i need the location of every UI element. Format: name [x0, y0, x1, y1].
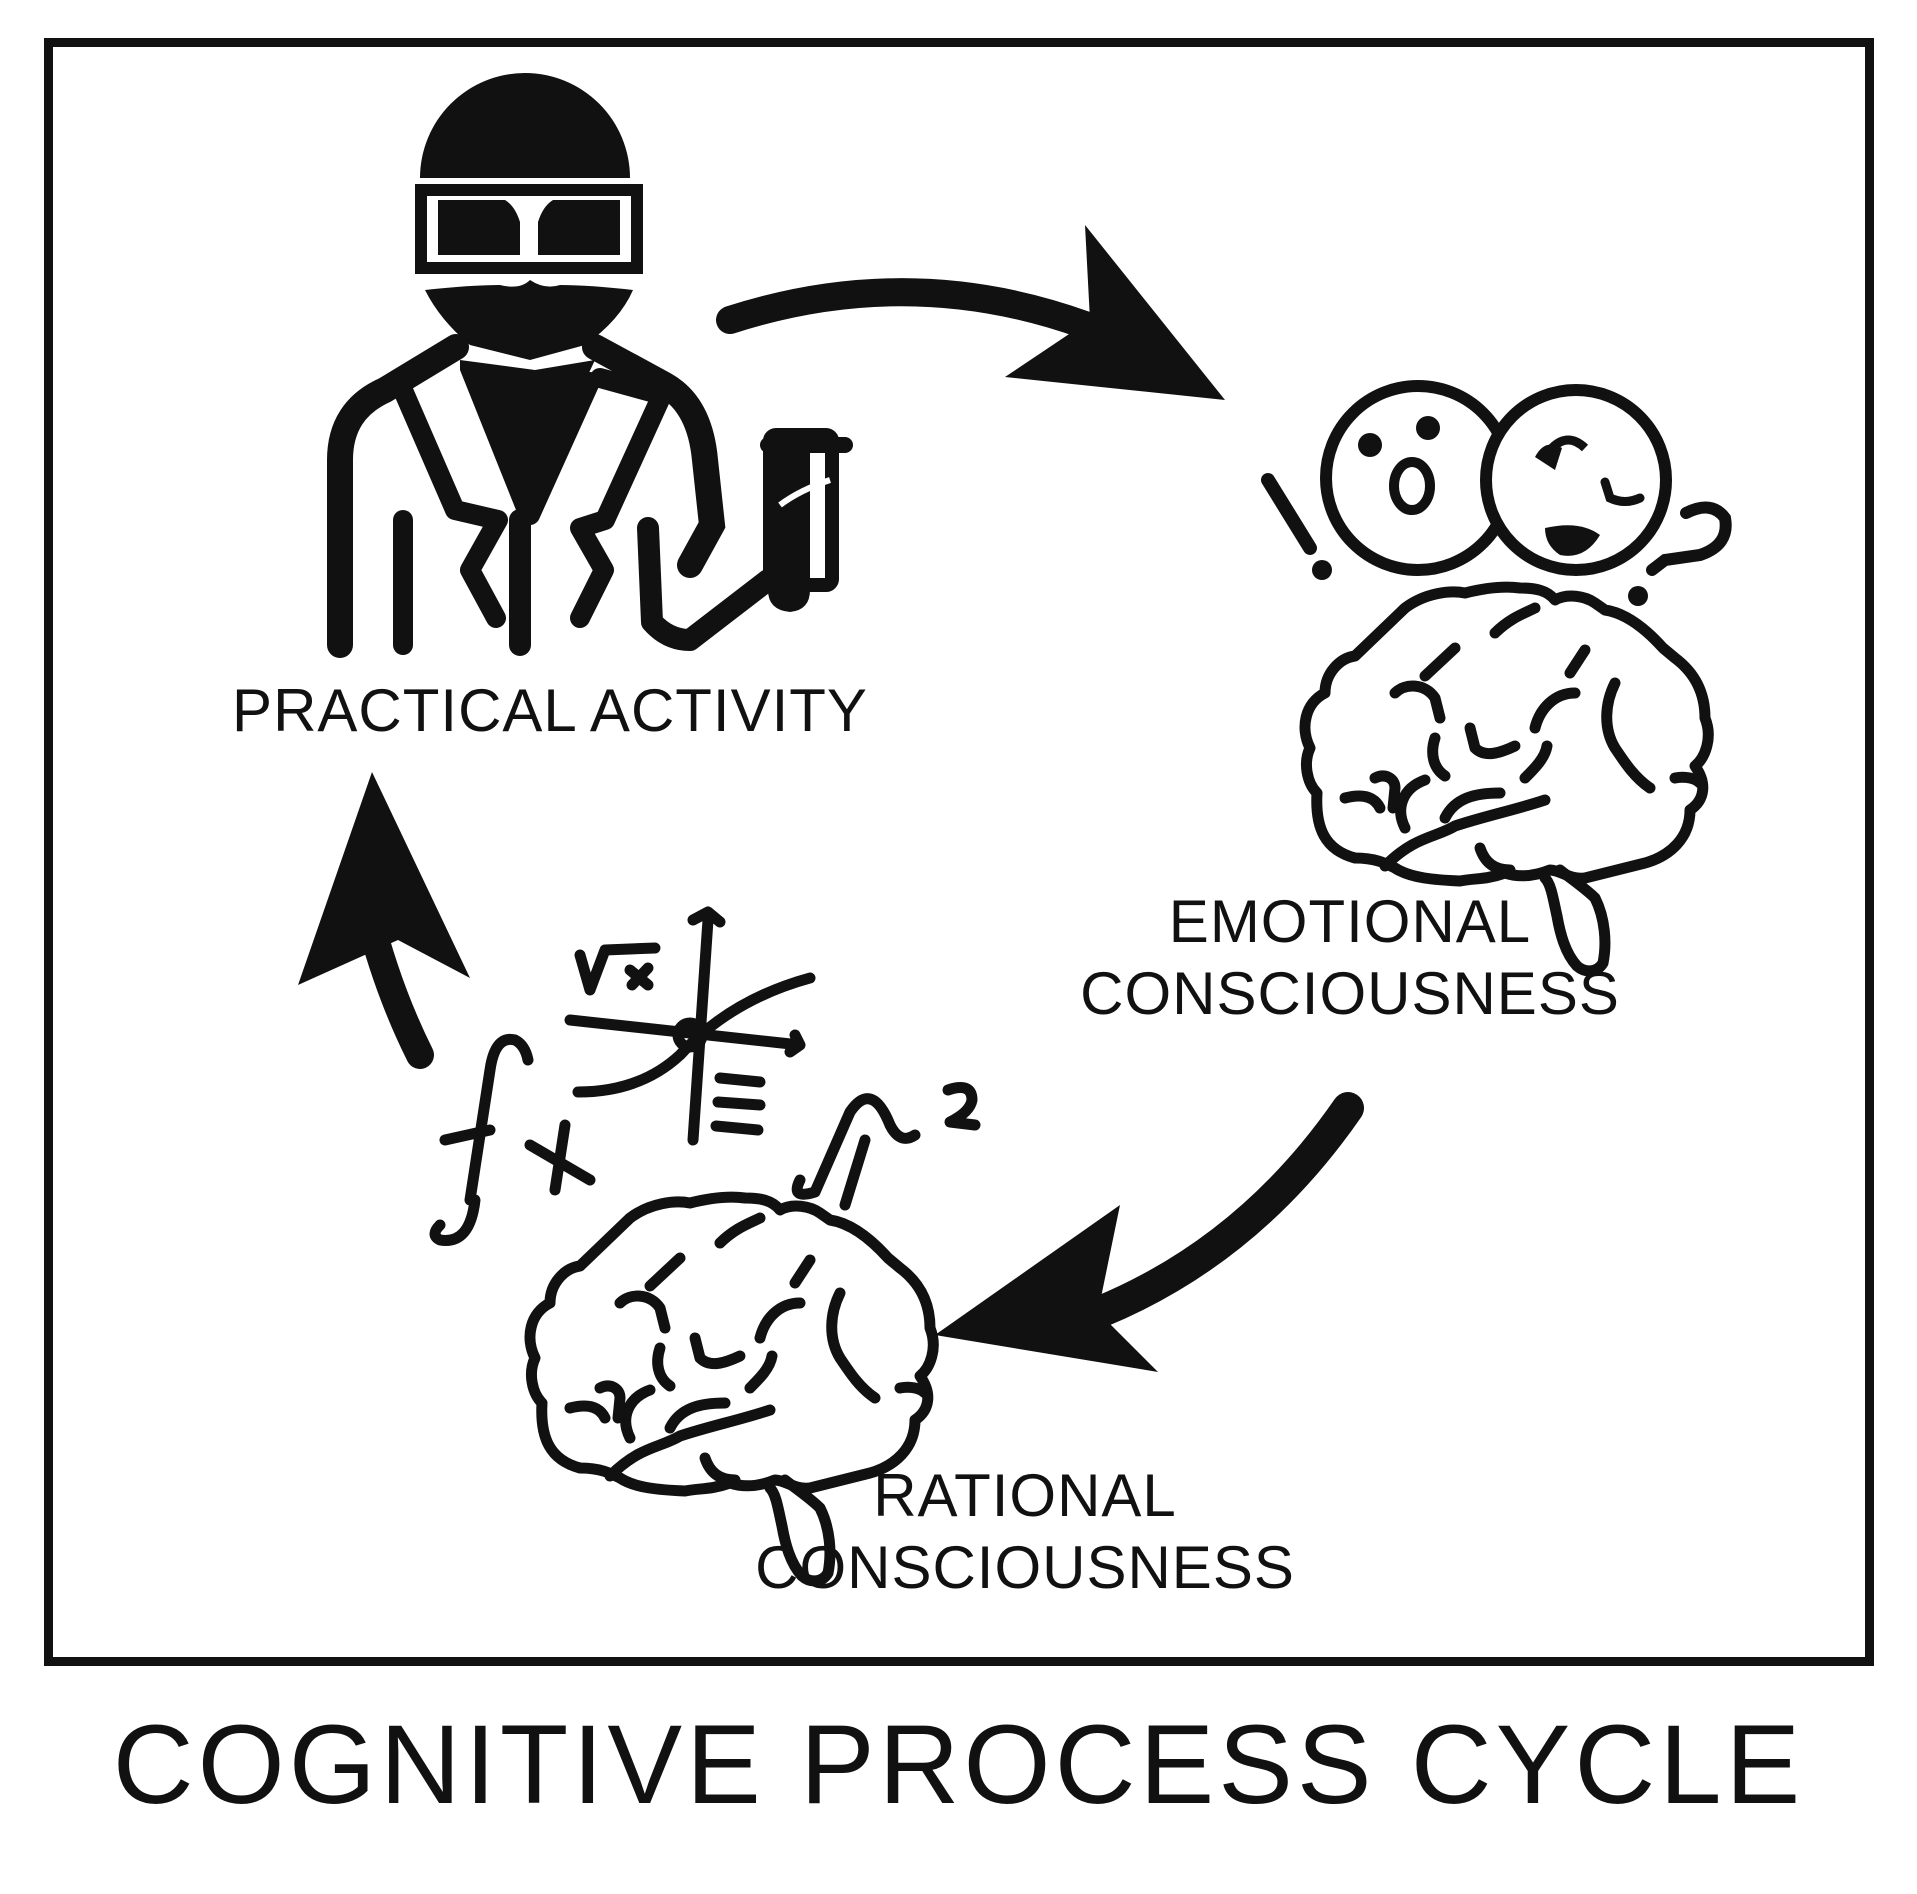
lambda-icon — [791, 1093, 921, 1211]
sqrt-icon — [574, 942, 661, 996]
integral-icon — [429, 1033, 534, 1246]
emotional-brain-icon — [1261, 380, 1732, 971]
arrow-practical-to-emotional — [716, 225, 1225, 400]
diagram-frame — [44, 38, 1874, 1666]
scientist-icon — [327, 73, 853, 658]
label-emotional-consciousness: EMOTIONAL CONSCIOUSNESS — [1030, 886, 1670, 1030]
arrow-rational-to-practical — [298, 772, 470, 1069]
label-rational-consciousness: RATIONAL CONSCIOUSNESS — [715, 1460, 1335, 1604]
identical-icon — [710, 1072, 766, 1136]
squared-icon — [942, 1082, 981, 1131]
arrow-emotional-to-rational — [935, 1092, 1364, 1372]
label-practical-activity: PRACTICAL ACTIVITY — [190, 675, 910, 747]
label-emotional-line2: CONSCIOUSNESS — [1080, 960, 1620, 1027]
page-title: COGNITIVE PROCESS CYCLE — [112, 1702, 1805, 1827]
exclamation-icon — [1261, 473, 1317, 555]
label-practical-line1: PRACTICAL ACTIVITY — [232, 677, 868, 744]
multiply-icon — [524, 1119, 596, 1196]
times-icon — [624, 962, 654, 991]
question-icon — [1646, 501, 1732, 576]
label-rational-line1: RATIONAL — [873, 1462, 1177, 1529]
label-rational-line2: CONSCIOUSNESS — [755, 1534, 1295, 1601]
rational-brain-icon — [429, 906, 981, 1581]
label-emotional-line1: EMOTIONAL — [1168, 888, 1532, 955]
math-symbols — [429, 906, 981, 1246]
laughing-face-icon — [1480, 384, 1672, 576]
